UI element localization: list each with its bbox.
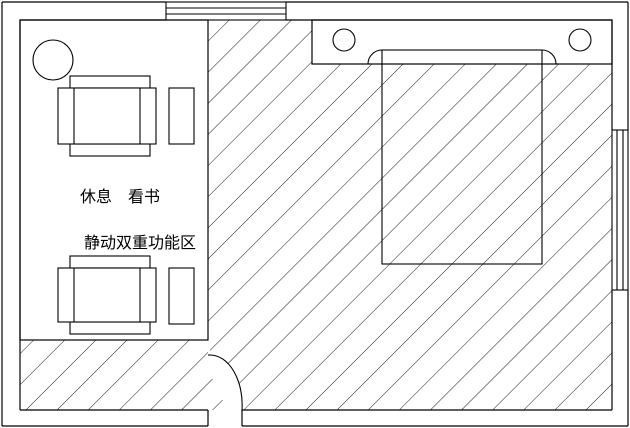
label-rest-read: 休息 看书 xyxy=(80,187,160,206)
door-swing-icon xyxy=(208,354,243,411)
side-table-icon xyxy=(168,267,195,325)
lamp-icon xyxy=(332,28,356,52)
headboard-strip xyxy=(311,19,613,65)
double-bed-icon xyxy=(367,49,557,265)
label-dual-function-zone: 静动双重功能区 xyxy=(84,233,196,252)
lamp-icon xyxy=(568,28,592,52)
side-table-icon xyxy=(168,87,195,145)
window-icon xyxy=(165,1,287,21)
window-icon xyxy=(611,129,629,291)
round-plant-icon xyxy=(32,39,74,81)
armchair-icon xyxy=(57,255,157,335)
armchair-icon xyxy=(57,75,157,157)
